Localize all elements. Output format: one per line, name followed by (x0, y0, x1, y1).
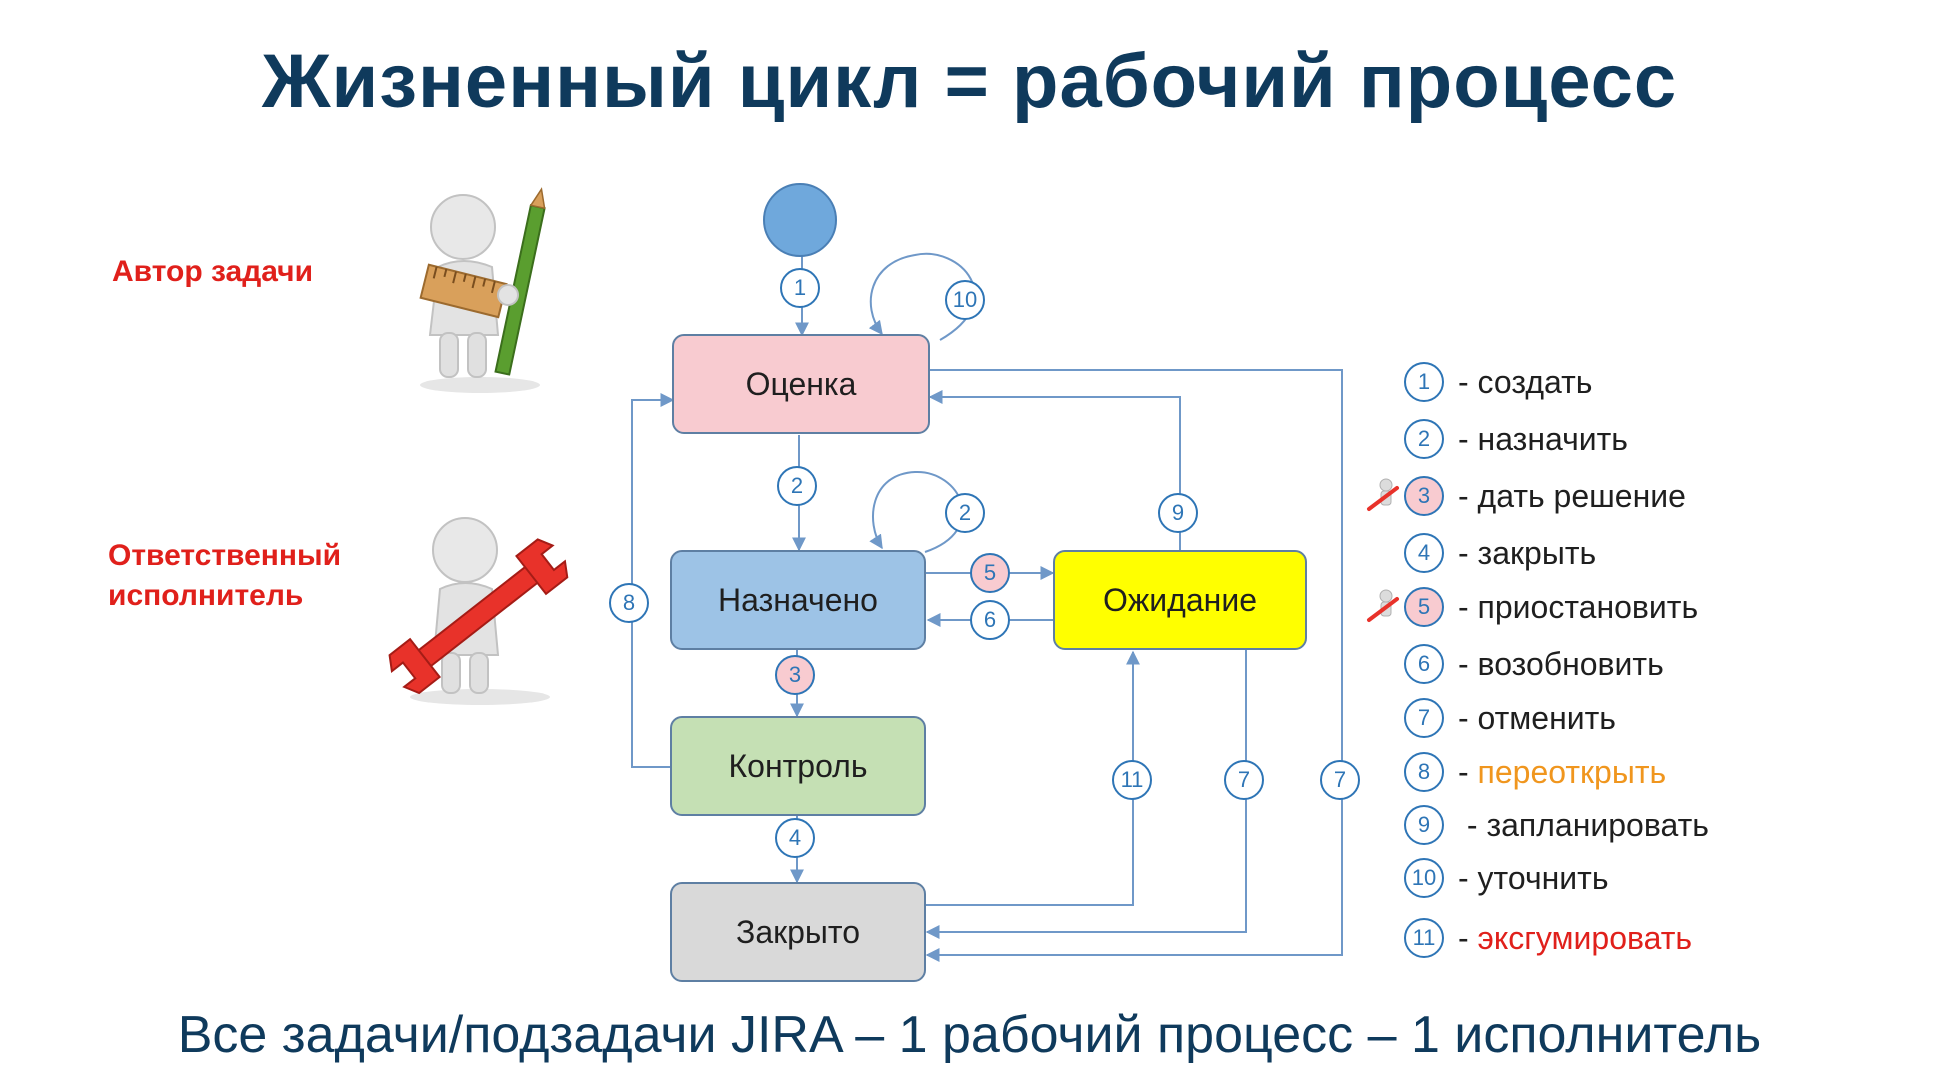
state-closed[interactable]: Закрыто (670, 882, 926, 982)
legend-label: - запланировать (1458, 806, 1709, 843)
legend-label: - уточнить (1458, 859, 1609, 896)
transition-badge-3: 3 (775, 655, 815, 695)
state-assigned[interactable]: Назначено (670, 550, 926, 650)
legend-badge: 2 (1404, 419, 1444, 459)
legend-label-accent: переоткрыть (1477, 753, 1667, 790)
transition-badge-2: 2 (777, 466, 817, 506)
legend-badge: 5 (1404, 587, 1444, 627)
transition-badge-6: 6 (970, 600, 1010, 640)
legend-item: 6 - возобновить (1404, 642, 1664, 686)
state-control[interactable]: Контроль (670, 716, 926, 816)
legend-label-accent: эксгумировать (1477, 919, 1693, 956)
legend-badge: 1 (1404, 362, 1444, 402)
figure-with-wrench-icon (388, 517, 569, 705)
transition-badge-2-loop: 2 (945, 493, 985, 533)
wrench-figure-icon (1367, 478, 1399, 511)
state-waiting[interactable]: Ожидание (1053, 550, 1307, 650)
transition-badge-10: 10 (945, 280, 985, 320)
legend-item: 5 - приостановить (1404, 585, 1698, 629)
role-assignee-line1: Ответственный (108, 539, 342, 572)
start-node (763, 183, 837, 257)
connector-8 (631, 393, 675, 768)
figure-with-ruler-and-pencil-icon (419, 187, 546, 393)
legend-badge: 9 (1404, 805, 1444, 845)
legend-item: 11 - эксгумировать (1404, 916, 1692, 960)
role-assignee-line2: исполнитель (108, 579, 304, 612)
legend-label: - возобновить (1458, 645, 1664, 682)
connector-11 (925, 650, 1140, 906)
legend-badge: 10 (1404, 858, 1444, 898)
transition-badge-7a: 7 (1224, 760, 1264, 800)
legend-item: 4 - закрыть (1404, 531, 1596, 575)
legend-badge: 7 (1404, 698, 1444, 738)
legend-badge: 4 (1404, 533, 1444, 573)
state-evaluation[interactable]: Оценка (672, 334, 930, 434)
transition-badge-1: 1 (780, 268, 820, 308)
legend-badge: 8 (1404, 752, 1444, 792)
wrench-figure-icon (1367, 589, 1399, 622)
footer-caption: Все задачи/подзадачи JIRA – 1 рабочий пр… (177, 1006, 1762, 1064)
legend-badge: 3 (1404, 476, 1444, 516)
legend-item: 1 - создать (1404, 360, 1592, 404)
legend-label: - (1458, 919, 1478, 956)
legend-badge: 6 (1404, 644, 1444, 684)
transition-badge-7b: 7 (1320, 760, 1360, 800)
legend-label: - назначить (1458, 420, 1628, 457)
legend-label: - закрыть (1458, 534, 1597, 571)
legend-item: 8 - переоткрыть (1404, 750, 1666, 794)
legend-item: 10 - уточнить (1404, 856, 1608, 900)
legend-label: - (1458, 753, 1478, 790)
legend-label: - дать решение (1458, 477, 1686, 514)
connector-7b (925, 369, 1343, 962)
transition-badge-8: 8 (609, 583, 649, 623)
connector-7a (925, 650, 1247, 939)
legend-badge: 11 (1404, 918, 1444, 958)
transition-badge-4: 4 (775, 818, 815, 858)
legend-item: 2 - назначить (1404, 417, 1628, 461)
legend-label: - создать (1458, 363, 1593, 400)
transition-badge-5: 5 (970, 553, 1010, 593)
legend-item: 7 - отменить (1404, 696, 1616, 740)
legend-item: 3 - дать решение (1404, 474, 1686, 518)
legend-item: 9 - запланировать (1404, 803, 1709, 847)
legend-label: - приостановить (1458, 588, 1699, 625)
legend-label: - отменить (1458, 699, 1616, 736)
transition-badge-11: 11 (1112, 760, 1152, 800)
role-assignee-label: Ответственный исполнитель (108, 536, 341, 616)
role-author-label: Автор задачи (112, 255, 314, 288)
transition-badge-9: 9 (1158, 493, 1198, 533)
page-title: Жизненный цикл = рабочий процесс (261, 39, 1678, 124)
